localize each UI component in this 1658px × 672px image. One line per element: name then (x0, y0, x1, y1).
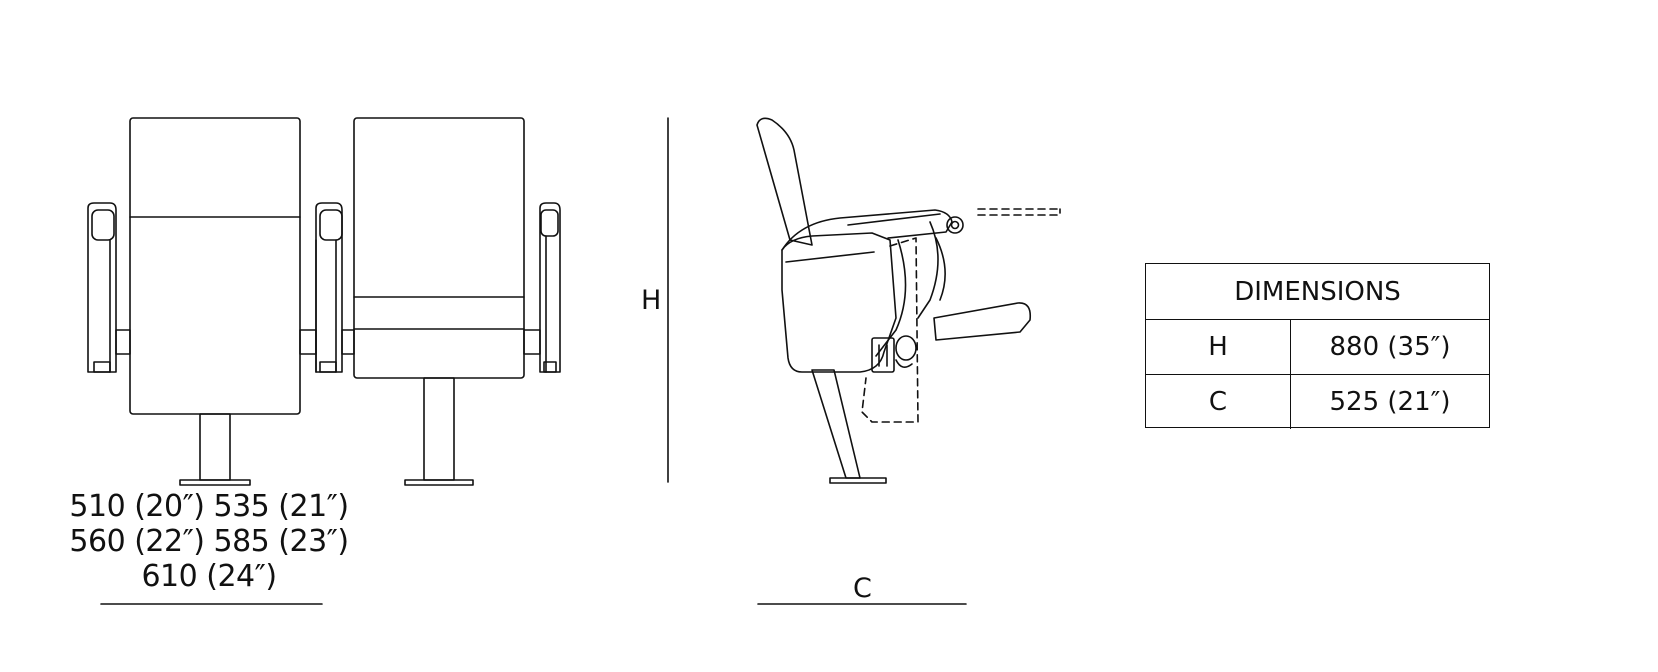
dimension-value: 525 (21″) (1329, 387, 1451, 417)
dimensions-table-title: DIMENSIONS (1146, 264, 1489, 320)
table-row: H 880 (35″) (1146, 320, 1489, 374)
armrest-left (87, 202, 131, 373)
dimension-key: C (1146, 375, 1291, 429)
front-seat-2 (353, 117, 525, 486)
depth-label: C (853, 573, 872, 604)
table-row: C 525 (21″) (1146, 374, 1489, 429)
width-option-line: 510 (20″) 535 (21″) (69, 489, 349, 524)
width-options: 510 (20″) 535 (21″) 560 (22″) 585 (23″) … (68, 489, 350, 594)
side-view-chair (756, 117, 1032, 484)
armrest-middle (299, 202, 355, 373)
width-option-line: 610 (24″) (141, 559, 277, 594)
dimensions-table: DIMENSIONS H 880 (35″) C 525 (21″) (1145, 263, 1490, 429)
side-view-dashed-positions (861, 208, 1061, 423)
front-seat-1 (129, 117, 301, 486)
height-label: H (641, 285, 662, 316)
armrest-right (523, 202, 561, 373)
dimension-key: H (1146, 320, 1291, 374)
width-option-line: 560 (22″) 585 (23″) (69, 524, 349, 559)
dimension-value: 880 (35″) (1329, 332, 1451, 362)
